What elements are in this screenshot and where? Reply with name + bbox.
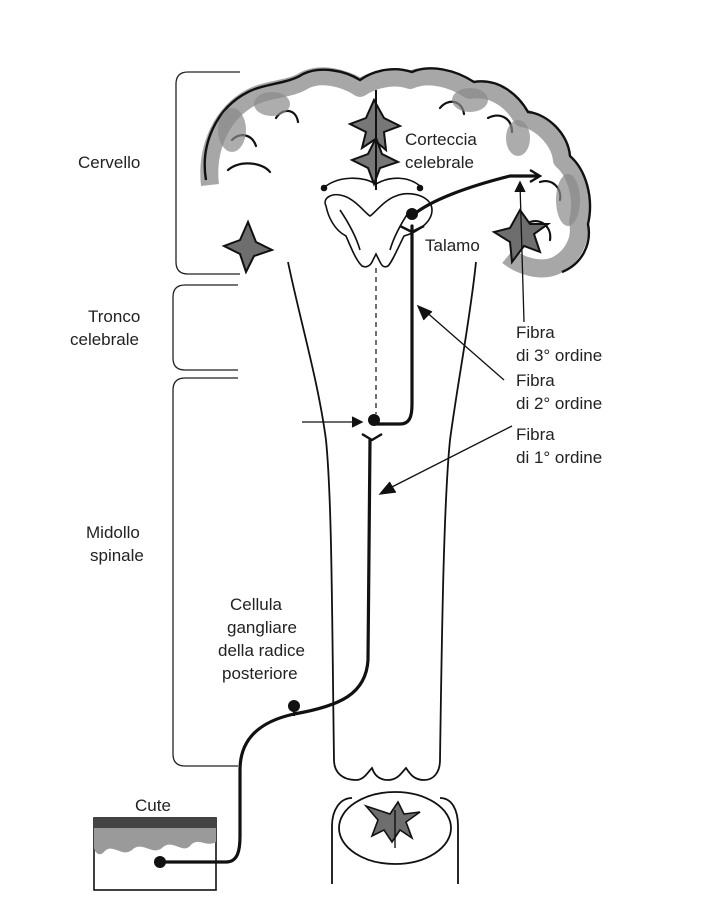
pointer-fibra2 xyxy=(424,310,504,380)
label-corteccia-2: celebrale xyxy=(405,153,474,172)
label-cervello: Cervello xyxy=(78,153,140,172)
bracket-tronco xyxy=(173,285,238,370)
neural-pathway xyxy=(160,176,538,862)
label-midollo-2: spinale xyxy=(90,546,144,565)
label-corteccia-1: Corteccia xyxy=(405,130,477,149)
label-fibra3-1: Fibra xyxy=(516,323,555,342)
synapse-forks xyxy=(362,170,540,440)
label-cellula-4: posteriore xyxy=(222,664,298,683)
label-fibra1-1: Fibra xyxy=(516,425,555,444)
label-fibra2-2: di 2° ordine xyxy=(516,394,602,413)
cord-bottom xyxy=(334,760,440,780)
skin-sample xyxy=(94,818,216,890)
label-talamo: Talamo xyxy=(425,236,480,255)
bracket-midollo xyxy=(173,378,238,766)
synapses xyxy=(154,208,418,868)
label-cellula-3: della radice xyxy=(218,641,305,660)
label-fibra1-2: di 1° ordine xyxy=(516,448,602,467)
spinal-cord-cross-section xyxy=(332,792,458,884)
label-cellula-2: gangliare xyxy=(227,618,297,637)
label-tronco-1: Tronco xyxy=(88,307,140,326)
label-tronco-2: celebrale xyxy=(70,330,139,349)
label-cute: Cute xyxy=(135,796,171,815)
label-cellula-1: Cellula xyxy=(230,595,283,614)
label-fibra3-2: di 3° ordine xyxy=(516,346,602,365)
medulla-synapse xyxy=(368,414,380,426)
thalamus xyxy=(322,178,433,267)
label-midollo-1: Midollo xyxy=(86,523,140,542)
pointer-fibra3 xyxy=(520,184,524,322)
pointer-fibra1 xyxy=(386,426,512,490)
skin-receptor-dot xyxy=(154,856,166,868)
thalamus-synapse xyxy=(406,208,418,220)
sulcus-3 xyxy=(228,163,270,172)
left-temporal-cortex xyxy=(224,222,272,272)
label-fibra2-1: Fibra xyxy=(516,371,555,390)
spinal-cord-outline xyxy=(288,262,476,780)
cord-right-edge xyxy=(440,262,476,760)
medial-cortex xyxy=(350,90,400,190)
cord-left-edge xyxy=(288,262,334,760)
